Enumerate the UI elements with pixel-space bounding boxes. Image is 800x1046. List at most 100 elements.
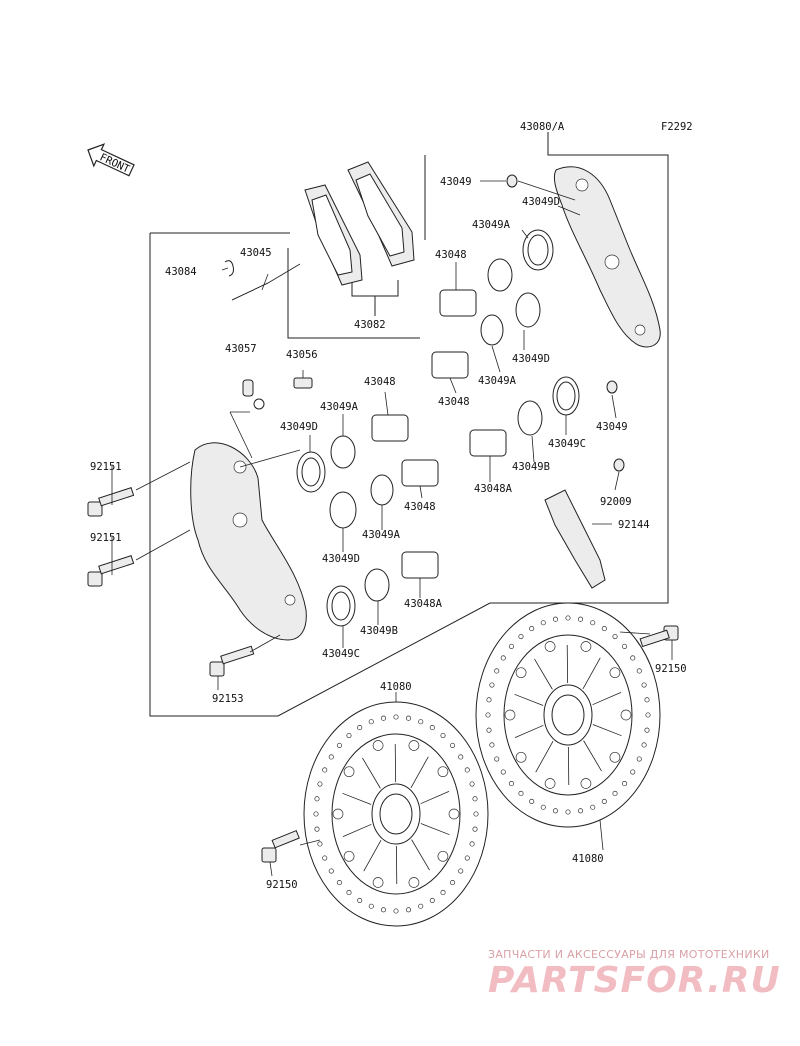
disc-button — [343, 766, 355, 778]
disc-drill-hole — [322, 855, 328, 861]
disc-spoke — [342, 823, 372, 837]
disc-drill-hole — [622, 643, 628, 649]
label-43049b-right: 43049B — [512, 461, 550, 473]
label-92151-top: 92151 — [90, 461, 122, 473]
disc-button — [343, 850, 355, 862]
label-43049-right: 43049 — [596, 421, 628, 433]
disc-drill-hole — [494, 756, 500, 762]
disc-button — [544, 641, 556, 652]
disc-spoke — [410, 756, 429, 789]
label-43049d-mid: 43049D — [512, 353, 550, 365]
disc-drill-hole — [405, 715, 412, 721]
disc-button — [372, 877, 384, 888]
disc-spoke — [411, 839, 430, 871]
disc-drill-hole — [472, 826, 478, 832]
label-43048-top: 43048 — [435, 249, 467, 261]
part-labels: 43080/A 43045 43084 43082 43057 43056 43… — [90, 121, 687, 891]
bleeder-cap — [229, 379, 265, 459]
disc-spoke — [420, 823, 450, 836]
label-92144: 92144 — [618, 519, 650, 531]
disc-button — [515, 667, 527, 679]
disc-drill-hole — [494, 668, 500, 674]
disc-drill-hole — [485, 712, 491, 718]
brake-disc-right — [475, 602, 661, 828]
disc-drill-hole — [450, 880, 456, 886]
disc-drill-hole — [458, 754, 464, 760]
disc-drill-hole — [529, 626, 535, 632]
disc-drill-hole — [644, 727, 650, 733]
label-43048-left: 43048 — [364, 376, 396, 388]
disc-spoke — [342, 792, 372, 805]
disc-drill-hole — [393, 908, 399, 914]
caliper-bracket — [544, 489, 606, 589]
disc-drill-hole — [489, 742, 495, 748]
disc-drill-hole — [552, 616, 559, 622]
label-43080a: 43080/A — [520, 121, 565, 133]
disc-drill-hole — [508, 781, 514, 787]
disc-drill-hole — [486, 727, 492, 733]
watermark-caption: ЗАПЧАСТИ И АКСЕССУАРЫ ДЛЯ МОТОТЕХНИКИ — [488, 948, 770, 961]
disc-drill-hole — [368, 903, 374, 909]
disc-button — [544, 778, 556, 789]
bolt-92153 — [209, 645, 255, 677]
bolt-92151-bottom — [87, 555, 135, 587]
disc-drill-hole — [368, 719, 374, 725]
disc-drill-hole — [473, 811, 479, 817]
disc-spoke — [420, 791, 450, 805]
label-43048-left2: 43048 — [404, 501, 436, 513]
disc-drill-hole — [346, 732, 352, 739]
caliper-body-right — [553, 166, 661, 348]
disc-drill-hole — [328, 868, 334, 874]
leader-lines — [111, 180, 673, 877]
disc-drill-hole — [418, 903, 424, 909]
disc-drill-hole — [641, 682, 647, 688]
assembly-frames — [149, 132, 669, 717]
bolt-92150-right — [639, 625, 679, 648]
label-43049d-top: 43049D — [522, 196, 560, 208]
disc-drill-hole — [622, 781, 628, 787]
disc-drill-hole — [612, 633, 618, 640]
disc-drill-hole — [486, 697, 492, 703]
disc-drill-hole — [518, 790, 524, 797]
label-43049c-left: 43049C — [322, 648, 360, 660]
disc-drill-hole — [314, 796, 320, 802]
disc-drill-hole — [590, 804, 596, 810]
disc-spoke — [534, 658, 553, 690]
label-43048-mid: 43048 — [438, 396, 470, 408]
disc-drill-hole — [577, 808, 584, 814]
disc-drill-hole — [429, 725, 435, 731]
front-label: FRONT — [98, 151, 132, 176]
disc-drill-hole — [636, 756, 642, 762]
disc-drill-hole — [500, 655, 506, 661]
disc-drill-hole — [601, 626, 607, 632]
disc-drill-hole — [336, 880, 342, 886]
disc-button — [332, 808, 344, 820]
label-43082: 43082 — [354, 319, 386, 331]
disc-drill-hole — [450, 742, 456, 748]
disc-button — [448, 808, 460, 820]
bolt-92150-left — [261, 829, 300, 863]
bolt-92151-top — [87, 487, 135, 517]
disc-drill-hole — [641, 742, 647, 748]
disc-button — [408, 877, 420, 888]
disc-drill-hole — [393, 714, 399, 720]
disc-drill-hole — [612, 790, 618, 797]
disc-button — [580, 641, 592, 652]
disc-button — [408, 740, 420, 751]
label-43057: 43057 — [225, 343, 257, 355]
disc-drill-hole — [418, 719, 424, 725]
pad-pin — [231, 263, 301, 301]
disc-spoke — [583, 740, 602, 772]
front-arrow-icon: FRONT — [87, 143, 135, 177]
disc-drill-hole — [464, 855, 470, 861]
label-43049a-top: 43049A — [472, 219, 511, 231]
disc-drill-hole — [540, 620, 546, 626]
label-43056: 43056 — [286, 349, 318, 361]
disc-drill-hole — [464, 767, 470, 773]
caliper-body-left — [190, 442, 307, 641]
brake-disc-left — [303, 701, 489, 927]
disc-drill-hole — [322, 767, 328, 773]
disc-drill-hole — [472, 796, 478, 802]
